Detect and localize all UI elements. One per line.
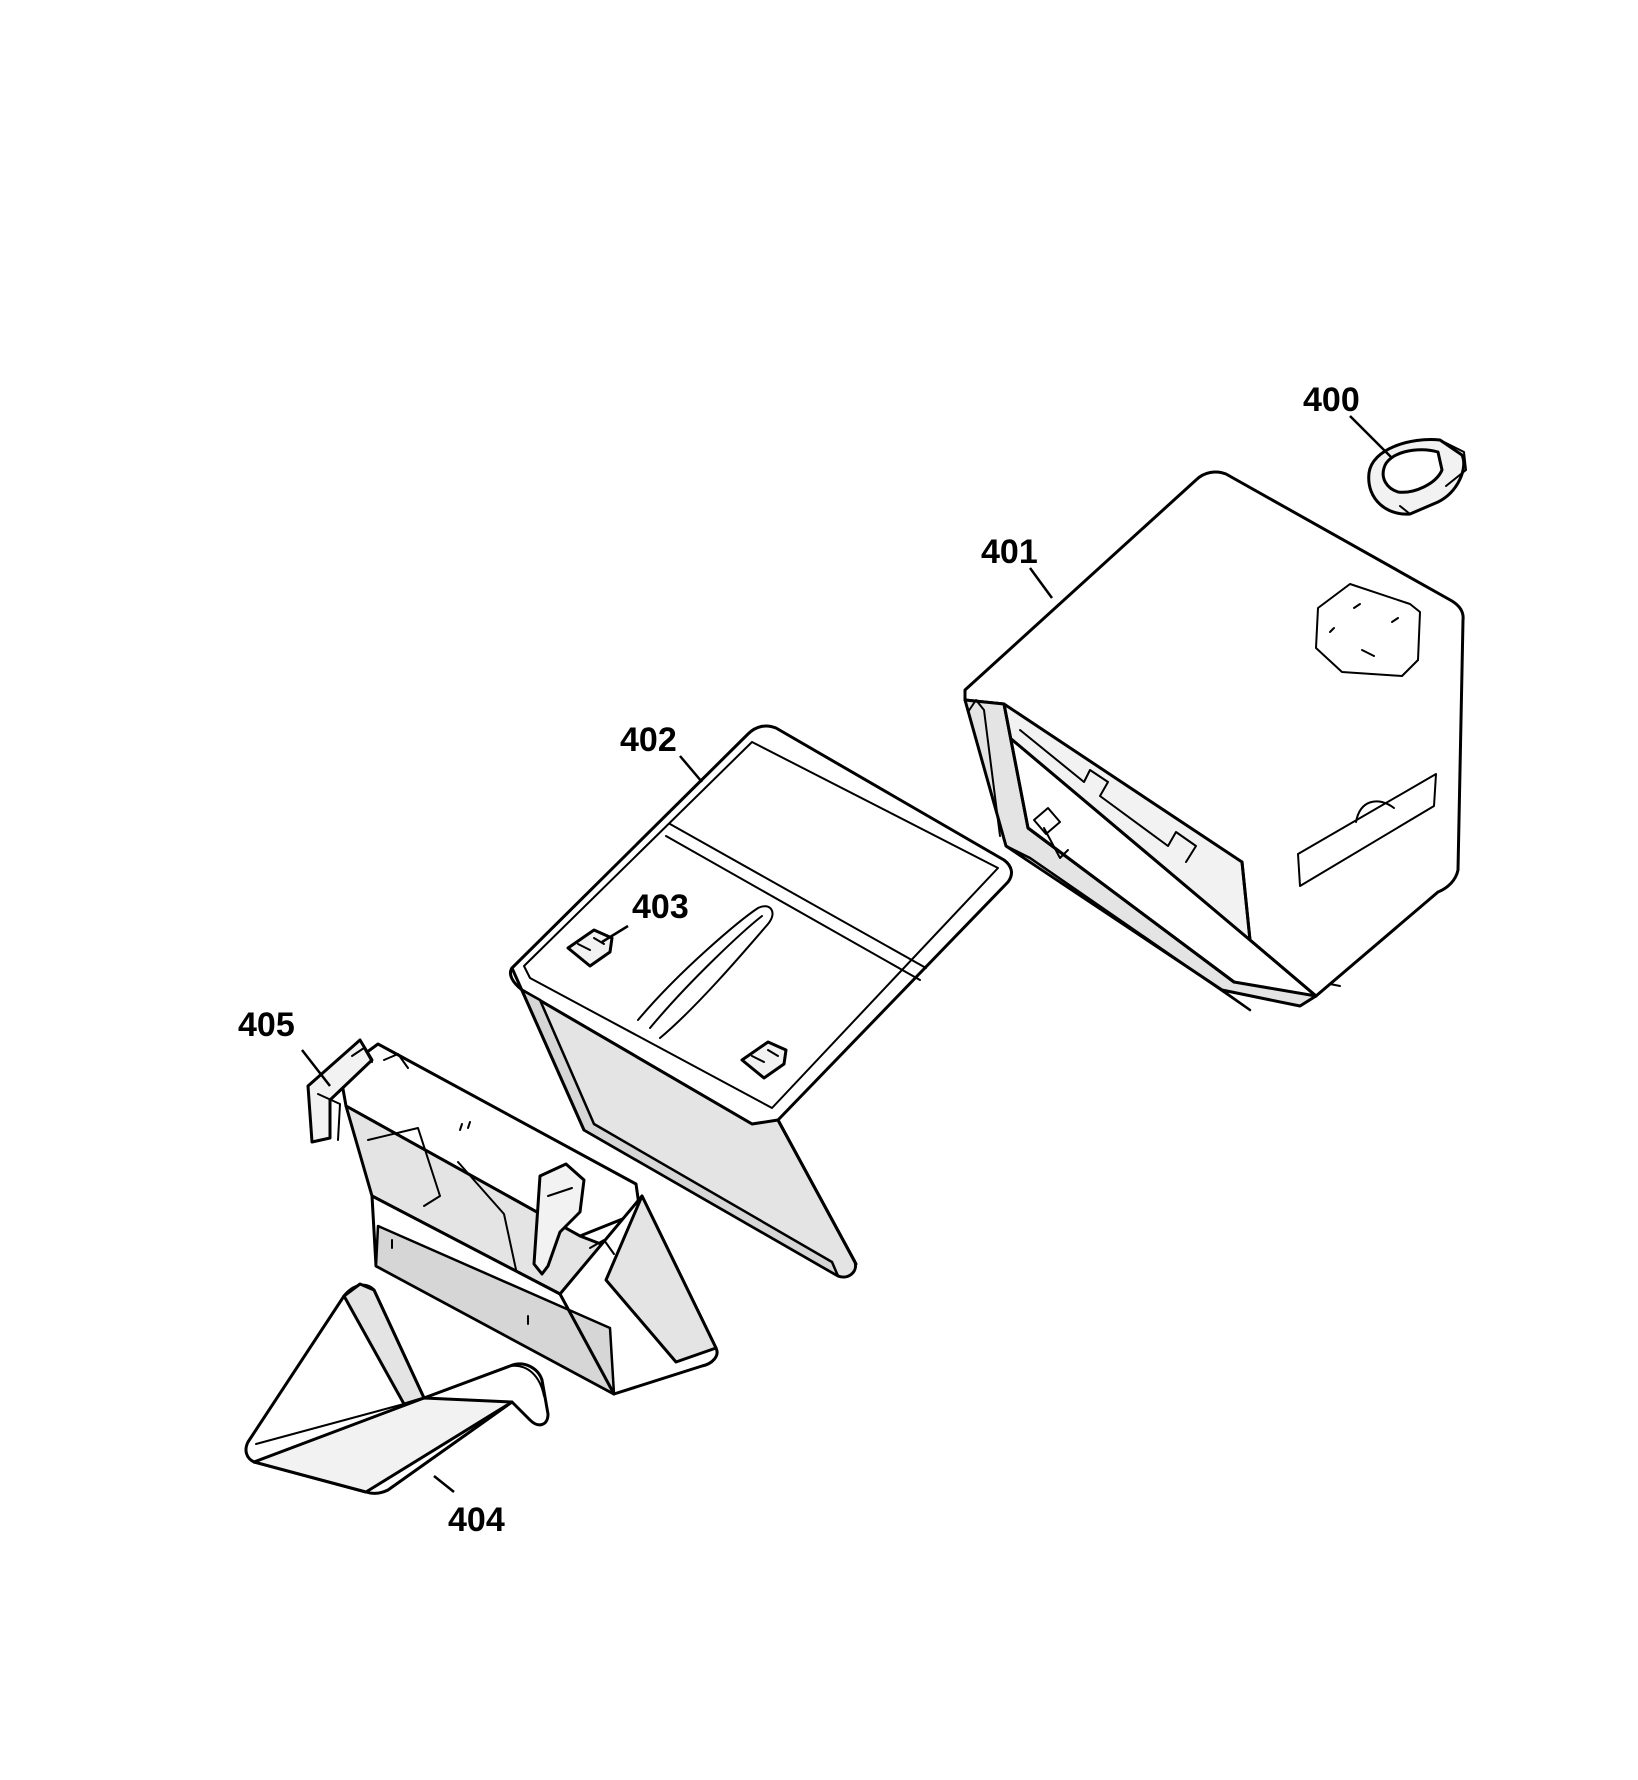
part-400-callout: 400 [1303, 381, 1393, 459]
part-405-frame[interactable] [306, 1038, 719, 1396]
part-402-label: 402 [620, 721, 677, 759]
part-405-label: 405 [238, 1006, 295, 1044]
part-402-grass-bag[interactable] [508, 724, 1013, 1279]
part-400-label: 400 [1303, 381, 1360, 419]
part-400-cap[interactable] [1367, 438, 1467, 516]
part-404-chute[interactable] [244, 1282, 550, 1495]
part-405-callout: 405 [238, 1006, 331, 1087]
part-404-callout: 404 [433, 1475, 505, 1539]
part-401-callout: 401 [981, 533, 1054, 599]
part-402-callout: 402 [620, 721, 703, 783]
part-403-clip[interactable]: 403 [601, 888, 689, 944]
part-401-cover[interactable] [963, 470, 1465, 1012]
part-404-label: 404 [448, 1501, 505, 1539]
part-401-label: 401 [981, 533, 1038, 571]
part-403-label: 403 [632, 888, 689, 926]
